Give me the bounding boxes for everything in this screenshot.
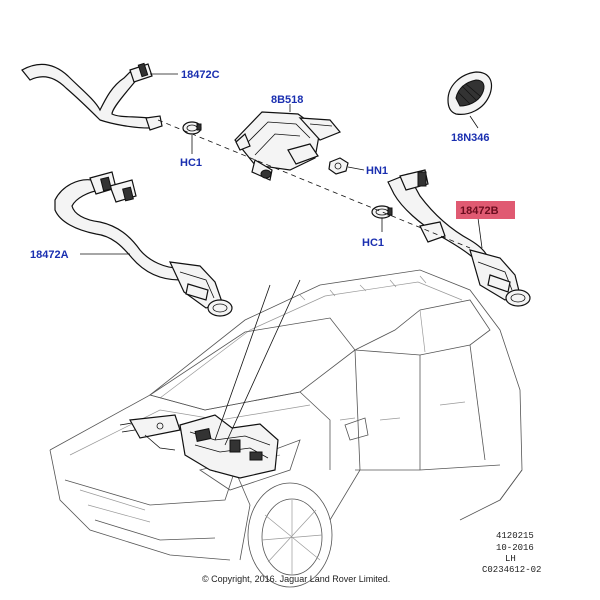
copyright-notice: © Copyright, 2016. Jaguar Land Rover Lim…	[202, 574, 390, 584]
hose-18472c-part	[21, 62, 163, 131]
callout-18472b: 18472B	[460, 205, 499, 217]
heater-unit-8b518-part	[234, 111, 341, 181]
callout-hc1-lower: HC1	[362, 237, 384, 249]
hose-18472b-part	[387, 169, 531, 307]
callout-18n346: 18N346	[451, 132, 490, 144]
callout-18472b-highlight	[456, 201, 515, 219]
callout-18472a: 18472A	[30, 249, 69, 261]
callout-leaders	[80, 73, 483, 255]
vehicle-illustration	[49, 269, 523, 588]
hose-18472a-part	[54, 171, 233, 317]
nut-hn1-part	[328, 157, 349, 175]
callout-hn1: HN1	[366, 165, 388, 177]
callout-hc1-upper: HC1	[180, 157, 202, 169]
diagram-ref: C0234612-02	[482, 565, 541, 575]
hose-clamp-lower-part	[371, 205, 393, 219]
assembly-axis-line	[157, 119, 471, 249]
hose-clamp-upper-part	[182, 121, 202, 135]
diagram-side: LH	[505, 554, 516, 564]
grommet-18n346-part	[447, 71, 493, 115]
callout-8b518: 8B518	[271, 94, 303, 106]
callout-18472c: 18472C	[181, 69, 220, 81]
installed-heater-assembly	[119, 279, 301, 479]
diagram-date: 10-2016	[496, 543, 534, 553]
diagram-code: 4120215	[496, 531, 534, 541]
